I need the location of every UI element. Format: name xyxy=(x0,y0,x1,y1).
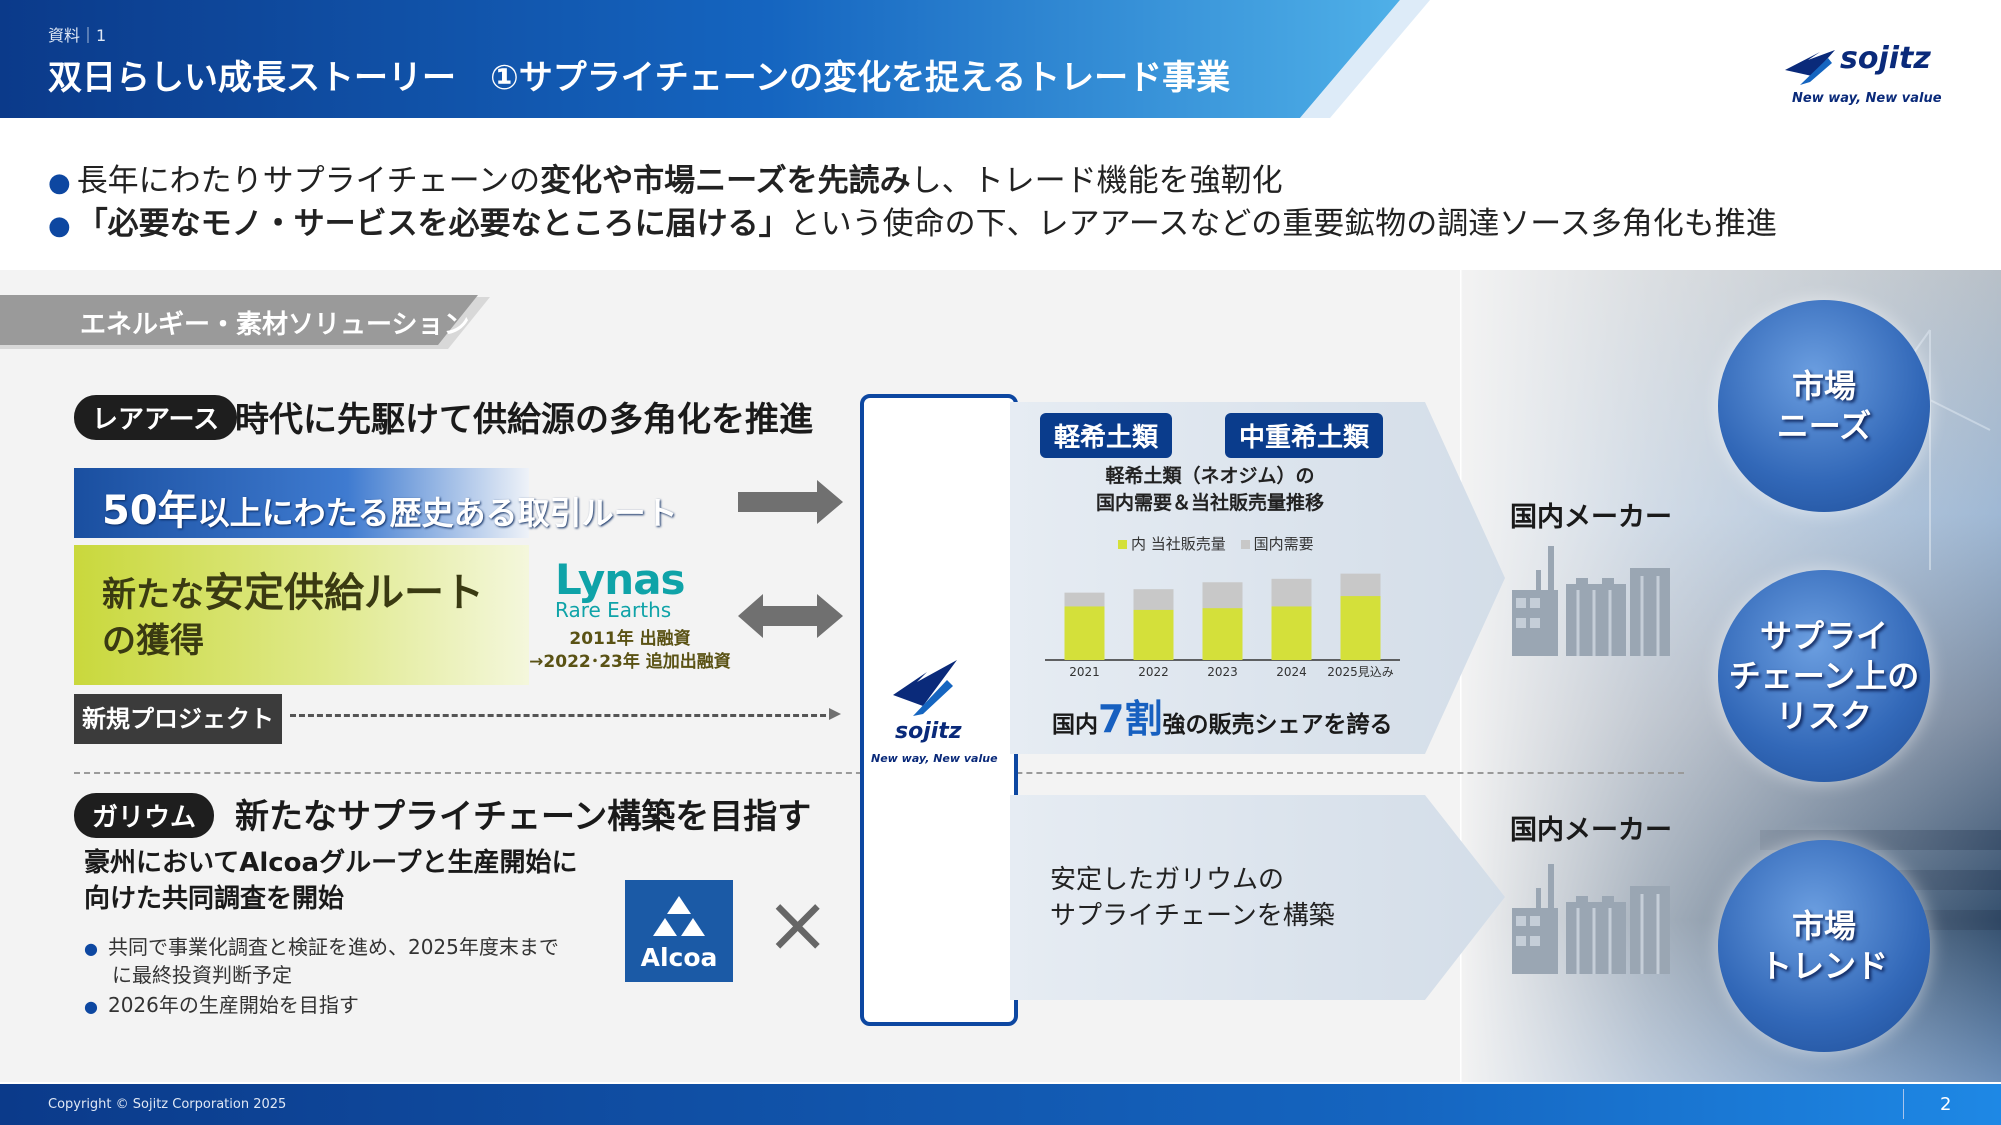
alcoa-mark-icon xyxy=(653,896,705,936)
chart-legend: 内 当社販売量 国内需要 xyxy=(1118,533,1314,554)
logo-mark-icon xyxy=(1785,50,1835,76)
section-tag-label: エネルギー・素材ソリューション xyxy=(80,310,470,340)
legend-swatch-demand xyxy=(1240,540,1250,549)
new-project-label: 新規プロジェクト xyxy=(74,694,282,744)
breadcrumb: 資料｜1 xyxy=(48,26,107,45)
x-tick-label: 2024 xyxy=(1276,665,1307,679)
rare-earth-heading: 時代に先駆けて供給源の多角化を推進 xyxy=(235,400,813,440)
x-tick-label: 2022 xyxy=(1138,665,1169,679)
footer-bar xyxy=(0,1084,2001,1125)
tag-heavy-rare-earth: 中重希土類 xyxy=(1225,413,1384,458)
bar-company-sales xyxy=(1202,608,1243,660)
x-tick-label: 2025見込み xyxy=(1327,665,1394,679)
page-number-divider xyxy=(1903,1089,1904,1119)
gallium-result-text: 安定したガリウムの サプライチェーンを構築 xyxy=(1050,865,1335,931)
bar-company-sales xyxy=(1064,606,1105,660)
new-project-dashed-line xyxy=(290,714,835,717)
sojitz-hub-logo: sojitz New way, New value xyxy=(865,640,1013,770)
route-arrows xyxy=(738,480,843,720)
legend-label-sales: 内 当社販売量 xyxy=(1131,535,1226,553)
x-tick-label: 2021 xyxy=(1069,665,1100,679)
route2-band xyxy=(74,545,529,685)
page-title: 双日らしい成長ストーリー ①サプライチェーンの変化を捉えるトレード事業 xyxy=(48,58,1231,98)
page-number: 2 xyxy=(1940,1094,1952,1115)
header-banner xyxy=(0,0,1430,118)
circle-supply-chain-risk: サプライチェーン上のリスク xyxy=(1718,570,1930,782)
gallium-item-1: ●共同で事業化調査と検証を進め、2025年度末まで に最終投資判断予定 xyxy=(84,935,559,987)
legend-label-demand: 国内需要 xyxy=(1253,535,1314,553)
alcoa-logo: Alcoa xyxy=(625,880,733,982)
circle-market-needs: 市場ニーズ xyxy=(1718,300,1930,512)
gallium-subheading: 豪州においてAlcoaグループと生産開始に 向けた共同調査を開始 xyxy=(84,848,578,914)
domestic-maker-label-bottom: 国内メーカー xyxy=(1510,815,1672,846)
lynas-logo: Lynas Rare Earths xyxy=(555,555,686,622)
route1-band xyxy=(74,468,529,538)
domestic-maker-label-top: 国内メーカー xyxy=(1510,502,1672,533)
gallium-result-panel xyxy=(1010,795,1505,1000)
svg-text:New way, New value: New way, New value xyxy=(871,752,998,765)
arrow-head-icon xyxy=(829,708,841,720)
gallium-pill: ガリウム xyxy=(74,793,215,838)
circle-market-trend: 市場トレンド xyxy=(1718,840,1930,1052)
svg-text:sojitz: sojitz xyxy=(1840,41,1931,76)
logo-mark-icon xyxy=(893,660,957,706)
gallium-heading: 新たなサプライチェーン構築を目指す xyxy=(235,797,812,837)
bar-company-sales xyxy=(1340,596,1381,660)
tag-light-rare-earth: 軽希土類 xyxy=(1040,413,1173,458)
bar-company-sales xyxy=(1271,606,1312,660)
market-share-statement: 国内7割強の販売シェアを誇る xyxy=(1052,697,1393,741)
x-tick-label: 2023 xyxy=(1207,665,1238,679)
bullet-1: ●長年にわたりサプライチェーンの変化や市場ニーズを先読みし、トレード機能を強靭化 xyxy=(48,163,1283,199)
arrow-double-icon xyxy=(738,594,843,638)
route2-text: 新たな安定供給ルート の獲得 xyxy=(102,570,484,661)
svg-text:Alcoa: Alcoa xyxy=(641,943,718,972)
bullet-2: ●「必要なモノ・サービスを必要なところに届ける」という使命の下、レアアースなどの… xyxy=(48,206,1777,242)
copyright: Copyright © Sojitz Corporation 2025 xyxy=(48,1097,287,1112)
sojitz-hub-box xyxy=(860,394,1018,1026)
lynas-investment-note: 2011年 出融資 →2022･23年 追加出融資 xyxy=(529,629,731,672)
rare-earth-pill: レアアース xyxy=(74,395,238,440)
svg-text:sojitz: sojitz xyxy=(895,719,962,744)
section-tag-banner xyxy=(0,295,490,349)
rare-earth-bar-chart: 2021 2022 2023 2024 2025見込み xyxy=(1045,573,1400,679)
route1-text: 50年以上にわたる歴史ある取引ルート xyxy=(102,488,678,534)
svg-text:New way, New value: New way, New value xyxy=(1792,91,1942,106)
arrow-right-icon xyxy=(738,480,843,524)
factory-icon xyxy=(1512,864,1670,974)
bar-company-sales xyxy=(1133,609,1174,660)
factory-icon xyxy=(1512,546,1670,656)
sojitz-logo: sojitz New way, New value xyxy=(1780,30,1955,110)
legend-swatch-sales xyxy=(1118,540,1127,549)
gallium-item-2: ●2026年の生産開始を目指す xyxy=(84,993,359,1017)
chart-title: 軽希土類（ネオジム）の 国内需要＆当社販売量推移 xyxy=(1095,465,1324,514)
times-symbol: × xyxy=(765,880,831,970)
rare-earth-result-panel xyxy=(1010,402,1505,754)
